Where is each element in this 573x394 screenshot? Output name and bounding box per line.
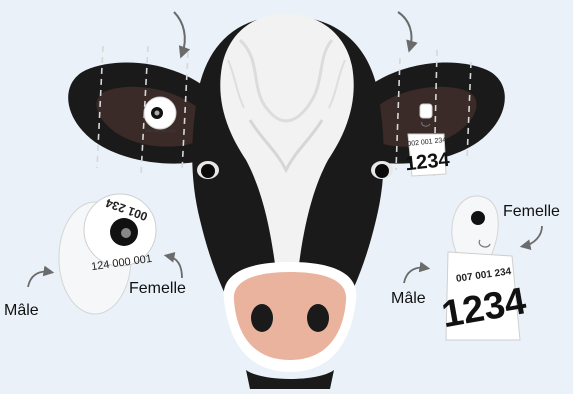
left-female-label: Femelle xyxy=(129,280,186,298)
right-male-arrow xyxy=(404,268,426,283)
right-male-label: Mâle xyxy=(391,290,426,308)
left-ear-arrow xyxy=(174,12,185,54)
left-nostril xyxy=(251,304,273,332)
right-eye xyxy=(371,161,393,179)
left-ear-tag-code: 124 000 001 234 xyxy=(145,128,176,133)
right-ear-arrow xyxy=(398,12,412,48)
left-eye xyxy=(197,161,219,179)
right-female-arrow xyxy=(524,226,542,246)
left-female-arrow xyxy=(168,256,182,278)
muzzle xyxy=(224,262,357,389)
left-ear-tag xyxy=(144,97,176,129)
left-male-arrow xyxy=(28,272,50,287)
right-female-label: Femelle xyxy=(503,203,560,221)
left-male-label: Mâle xyxy=(4,302,39,320)
right-nostril xyxy=(307,304,329,332)
